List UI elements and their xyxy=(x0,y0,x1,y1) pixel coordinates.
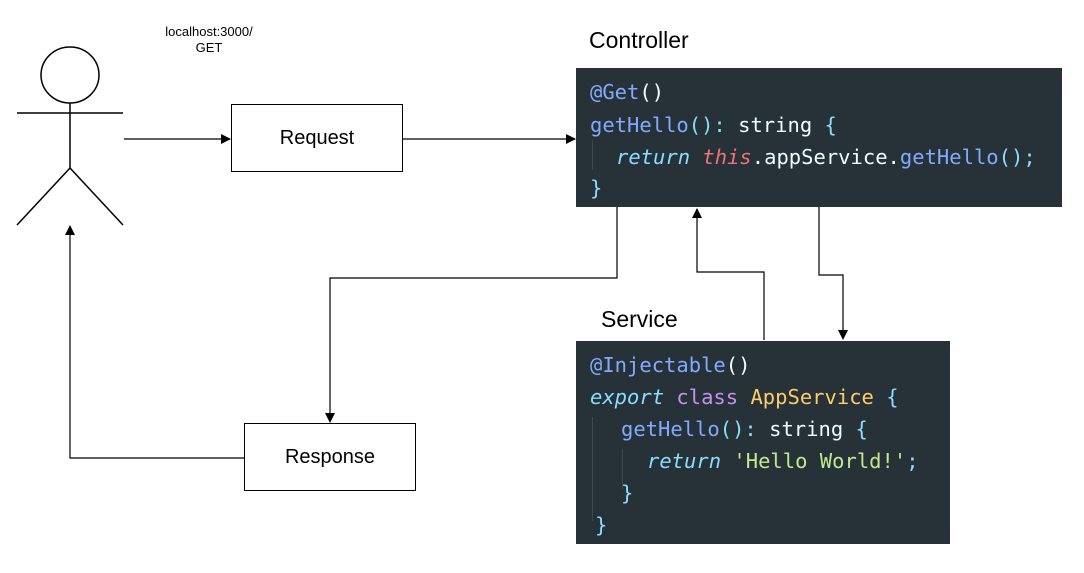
actor-url-label: localhost:3000/ xyxy=(165,24,253,39)
code-line: } xyxy=(595,509,607,541)
arrow-controller-to-response xyxy=(325,207,618,423)
response-label: Response xyxy=(284,445,376,468)
request-label: Request xyxy=(279,126,355,149)
code-token: (): xyxy=(688,113,726,137)
response-box: Response xyxy=(244,423,416,491)
code-token: (); xyxy=(998,145,1036,169)
code-line: } xyxy=(590,172,602,204)
arrow-controller-to-service xyxy=(818,207,848,340)
code-token: getHello xyxy=(590,113,689,137)
code-token: } xyxy=(595,513,608,537)
code-token: string xyxy=(756,417,856,441)
code-token: 'Hello World!' xyxy=(733,449,907,473)
code-token: string xyxy=(725,113,825,137)
indent-guide xyxy=(592,417,593,521)
arrow-response-to-actor xyxy=(65,225,244,459)
indent-guide xyxy=(592,140,593,170)
actor-method-label: GET xyxy=(195,40,223,55)
service-title: Service xyxy=(601,306,678,332)
arrow-service-to-controller xyxy=(692,208,765,340)
code-token: return xyxy=(647,449,722,473)
code-token: AppService xyxy=(750,385,874,409)
code-token: return xyxy=(616,145,691,169)
code-token: () xyxy=(725,353,751,377)
code-token: ; xyxy=(906,449,919,473)
code-token: { xyxy=(855,417,868,441)
code-token: getHello xyxy=(899,145,999,169)
code-line: getHello(): string { xyxy=(621,413,868,445)
code-line: @Get() xyxy=(590,76,664,108)
code-token: { xyxy=(886,385,899,409)
code-token: .appService. xyxy=(751,145,900,169)
code-line: } xyxy=(621,477,633,509)
code-line: return this.appService.getHello(); xyxy=(616,141,1036,173)
code-token: (): xyxy=(719,417,757,441)
code-line: export class AppService { xyxy=(590,381,899,413)
request-box: Request xyxy=(231,104,403,172)
code-token: export xyxy=(590,385,665,409)
code-token: @Get xyxy=(590,80,640,104)
code-token: this xyxy=(702,145,752,169)
code-line: return 'Hello World!'; xyxy=(647,445,919,477)
code-token: getHello xyxy=(621,417,720,441)
code-line: @Injectable() xyxy=(590,349,750,381)
code-token: class xyxy=(676,385,739,409)
code-token: { xyxy=(824,113,837,137)
code-line: getHello(): string { xyxy=(590,109,837,141)
controller-title: Controller xyxy=(589,27,689,53)
code-token: @Injectable xyxy=(590,353,726,377)
controller-code-block: @Get() getHello(): string { return this.… xyxy=(576,68,1062,207)
code-token: () xyxy=(639,80,665,104)
user-actor-icon xyxy=(16,46,124,226)
indent-guide xyxy=(622,449,623,489)
service-code-block: @Injectable() export class AppService { … xyxy=(576,341,950,544)
code-token: } xyxy=(590,176,603,200)
code-token: } xyxy=(621,481,634,505)
